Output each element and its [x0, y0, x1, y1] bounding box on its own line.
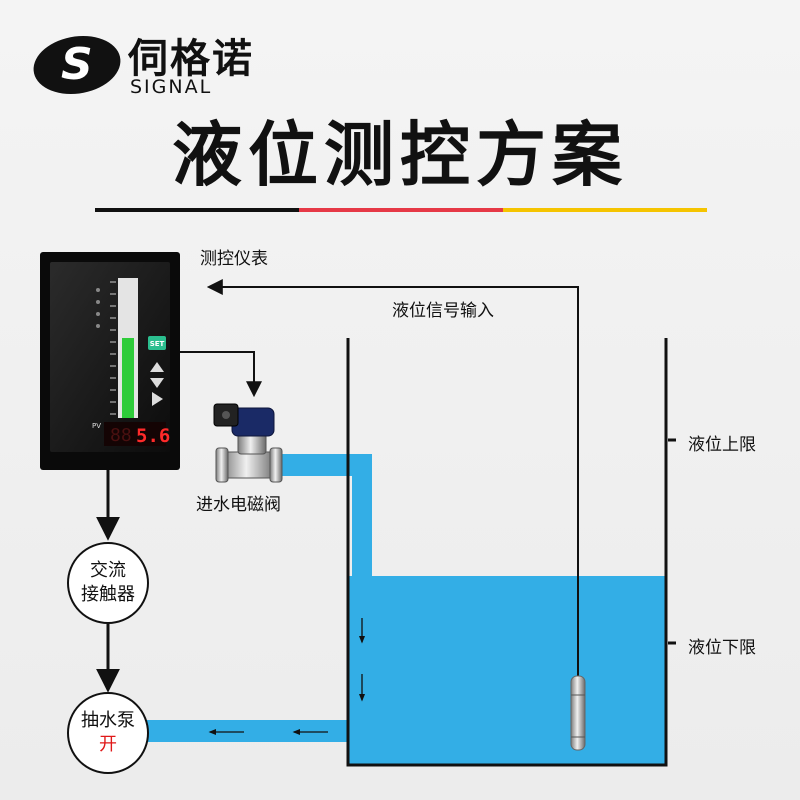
title-underline-yellow — [503, 208, 707, 212]
solenoid-valve-label: 进水电磁阀 — [196, 495, 281, 515]
contactor-node — [67, 542, 149, 624]
instrument-label: 测控仪表 — [200, 249, 268, 269]
title-underline-black — [95, 208, 299, 212]
signal-input-label: 液位信号输入 — [392, 301, 494, 321]
contactor-label-line2: 接触器 — [81, 584, 135, 605]
brand-name-en: SIGNAL — [130, 76, 213, 98]
brand-name-cn: 伺格诺 — [128, 36, 254, 82]
meter-to-valve-line — [180, 351, 262, 398]
instrument-panel-icon: 88 — [40, 252, 180, 470]
contactor-label: 交流 接触器 — [68, 559, 148, 607]
contactor-label-line1: 交流 — [90, 560, 126, 581]
display-value: 5.6 — [136, 425, 170, 447]
title-underline-red — [299, 208, 503, 212]
set-button-label: SET — [150, 340, 165, 348]
page-title: 液位测控方案 — [172, 114, 628, 196]
signal-line — [206, 279, 579, 680]
solenoid-valve-icon — [213, 403, 283, 483]
level-lower-label: 液位下限 — [688, 638, 756, 658]
inlet-pipe-vertical — [352, 454, 372, 578]
level-upper-label: 液位上限 — [688, 435, 756, 455]
pv-label: PV — [92, 422, 101, 430]
outlet-pipe — [146, 720, 356, 742]
pump-label: 抽水泵 开 — [68, 709, 148, 757]
tank-water — [348, 576, 666, 764]
pump-label-line1: 抽水泵 — [81, 710, 135, 731]
tank-wall — [346, 338, 668, 767]
pump-state: 开 — [99, 734, 117, 755]
level-sensor-icon — [570, 675, 586, 751]
svg-text:88: 88 — [110, 425, 132, 446]
pump-node — [67, 692, 149, 774]
